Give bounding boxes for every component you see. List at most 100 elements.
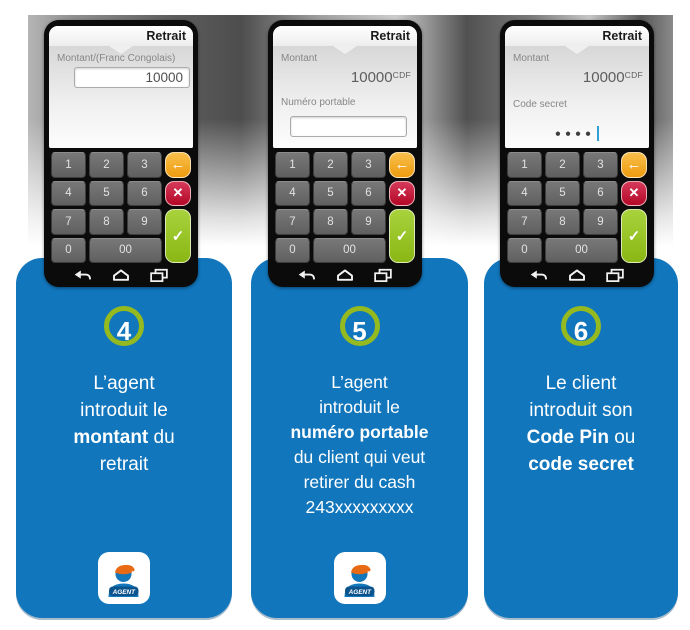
key-0[interactable]: 0 [51, 237, 86, 263]
key-8[interactable]: 8 [89, 209, 124, 235]
amount-input[interactable] [74, 67, 190, 88]
currency-code: CDF [392, 70, 411, 80]
key-4[interactable]: 4 [51, 180, 86, 206]
secret-code-label: Code secret [513, 99, 567, 110]
key-8[interactable]: 8 [313, 209, 348, 235]
notch-decoration [333, 46, 357, 54]
phone-pin-entry: Retrait Montant 10000CDF Code secret ●●●… [500, 20, 654, 287]
screen-title: Retrait [273, 26, 417, 46]
nav-back-icon[interactable] [72, 268, 94, 282]
key-9[interactable]: 9 [583, 209, 618, 235]
cancel-button[interactable]: ✕ [165, 180, 191, 206]
nav-home-icon[interactable] [565, 268, 589, 282]
pin-entry[interactable]: ●●●● [505, 125, 649, 143]
key-6[interactable]: 6 [583, 180, 618, 206]
key-9[interactable]: 9 [127, 209, 162, 235]
key-0[interactable]: 0 [275, 237, 310, 263]
agent-icon: AGENT [108, 564, 139, 597]
key-5[interactable]: 5 [89, 180, 124, 206]
screen-content: Montant 10000CDF Numéro portable [273, 46, 417, 148]
screen-content: Montant 10000CDF Code secret ●●●● [505, 46, 649, 148]
phone-amount-entry: Retrait Montant/(Franc Congolais) 123 456… [44, 20, 198, 287]
cancel-button[interactable]: ✕ [389, 180, 415, 206]
android-navbar [500, 267, 654, 282]
key-5[interactable]: 5 [545, 180, 580, 206]
amount-label: Montant [513, 53, 550, 64]
key-3[interactable]: 3 [127, 152, 162, 178]
agent-badge: AGENT [98, 552, 150, 604]
step-number-badge: 4 [104, 306, 144, 346]
svg-text:AGENT: AGENT [347, 589, 371, 596]
key-5[interactable]: 5 [313, 180, 348, 206]
screen-content: Montant/(Franc Congolais) [49, 46, 193, 148]
amount-number: 10000 [350, 69, 393, 86]
key-3[interactable]: 3 [351, 152, 386, 178]
key-1[interactable]: 1 [51, 152, 86, 178]
screen: Retrait Montant/(Franc Congolais) [49, 26, 193, 148]
key-6[interactable]: 6 [351, 180, 386, 206]
key-00[interactable]: 00 [89, 237, 162, 263]
backspace-button[interactable]: ← [621, 152, 647, 178]
text-cursor [597, 126, 600, 142]
backspace-button[interactable]: ← [165, 152, 191, 178]
key-00[interactable]: 00 [545, 237, 618, 263]
currency-code: CDF [624, 70, 643, 80]
svg-text:AGENT: AGENT [112, 589, 136, 596]
key-7[interactable]: 7 [507, 209, 542, 235]
android-navbar [268, 267, 422, 282]
notch-decoration [109, 46, 133, 54]
key-2[interactable]: 2 [313, 152, 348, 178]
key-00[interactable]: 00 [313, 237, 386, 263]
android-navbar [44, 267, 198, 282]
amount-value: 10000CDF [351, 69, 411, 87]
cancel-button[interactable]: ✕ [621, 180, 647, 206]
key-1[interactable]: 1 [275, 152, 310, 178]
key-9[interactable]: 9 [351, 209, 386, 235]
pin-dots: ●●●● [554, 128, 596, 140]
key-6[interactable]: 6 [127, 180, 162, 206]
nav-recents-icon[interactable] [604, 268, 626, 282]
confirm-button[interactable]: ✓ [389, 209, 415, 263]
amount-label: Montant [281, 53, 318, 64]
backspace-button[interactable]: ← [389, 152, 415, 178]
nav-recents-icon[interactable] [372, 268, 394, 282]
screen-title: Retrait [49, 26, 193, 46]
key-7[interactable]: 7 [51, 209, 86, 235]
notch-decoration [565, 46, 589, 54]
key-4[interactable]: 4 [275, 180, 310, 206]
key-2[interactable]: 2 [545, 152, 580, 178]
mobile-number-input[interactable] [290, 116, 407, 137]
nav-recents-icon[interactable] [148, 268, 170, 282]
step-number-badge: 6 [561, 306, 601, 346]
phone-number-entry: Retrait Montant 10000CDF Numéro portable… [268, 20, 422, 287]
key-4[interactable]: 4 [507, 180, 542, 206]
key-1[interactable]: 1 [507, 152, 542, 178]
agent-icon: AGENT [344, 564, 374, 597]
confirm-button[interactable]: ✓ [621, 209, 647, 263]
nav-home-icon[interactable] [109, 268, 133, 282]
screen: Retrait Montant 10000CDF Numéro portable [273, 26, 417, 148]
mobile-number-label: Numéro portable [281, 97, 356, 108]
key-0[interactable]: 0 [507, 237, 542, 263]
key-3[interactable]: 3 [583, 152, 618, 178]
step-number-badge: 5 [339, 306, 380, 346]
confirm-button[interactable]: ✓ [165, 209, 191, 263]
screen-title: Retrait [505, 26, 649, 46]
nav-back-icon[interactable] [528, 268, 550, 282]
key-2[interactable]: 2 [89, 152, 124, 178]
nav-back-icon[interactable] [296, 268, 318, 282]
key-7[interactable]: 7 [275, 209, 310, 235]
agent-badge: AGENT [333, 552, 386, 604]
key-8[interactable]: 8 [545, 209, 580, 235]
nav-home-icon[interactable] [333, 268, 357, 282]
